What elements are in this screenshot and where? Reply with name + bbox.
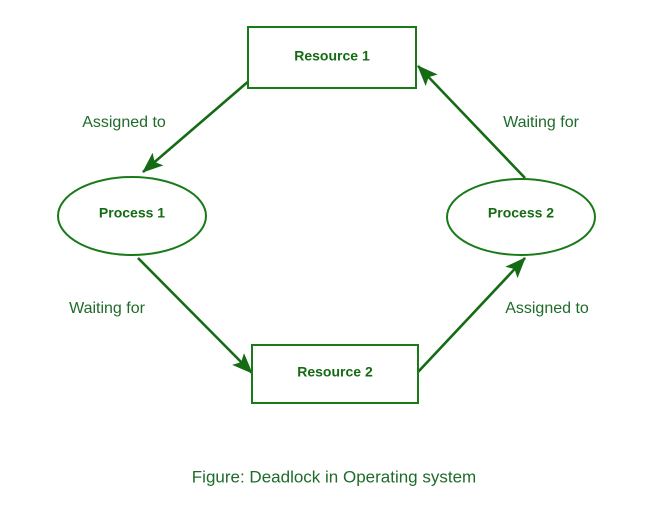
resource-2-box[interactable]	[251, 344, 419, 404]
edge-waiting-for-resource-1: Waiting for	[417, 65, 580, 179]
edge-label-assigned-to-bottom-right: Assigned to	[505, 300, 589, 317]
edge-assigned-to-process-2: Assigned to	[417, 257, 589, 373]
process-1-label: Process 1	[99, 205, 165, 221]
edge-label-waiting-for-top-right: Waiting for	[503, 114, 580, 131]
process-1-ellipse[interactable]	[57, 176, 207, 256]
edge-arrow-process2-to-resource1	[417, 65, 526, 179]
edge-assigned-to-process-1: Assigned to	[82, 79, 251, 173]
edge-arrow-process1-to-resource2	[137, 257, 253, 374]
edge-waiting-for-resource-2: Waiting for	[69, 257, 253, 374]
process-2-label: Process 2	[488, 205, 554, 221]
node-process-1[interactable]: Process 1	[57, 176, 207, 256]
edge-label-assigned-to-top-left: Assigned to	[82, 114, 166, 131]
node-resource-2[interactable]: Resource 2	[251, 344, 419, 404]
edge-arrow-resource1-to-process1	[142, 79, 251, 173]
resource-1-box[interactable]	[247, 26, 417, 89]
figure-caption: Figure: Deadlock in Operating system	[192, 467, 476, 486]
node-process-2[interactable]: Process 2	[446, 178, 596, 256]
edge-arrow-resource2-to-process2	[417, 257, 526, 373]
resource-1-label: Resource 1	[294, 48, 370, 64]
resource-2-label: Resource 2	[297, 364, 373, 380]
node-resource-1[interactable]: Resource 1	[247, 26, 417, 89]
process-2-ellipse[interactable]	[446, 178, 596, 256]
edge-label-waiting-for-bottom-left: Waiting for	[69, 300, 146, 317]
